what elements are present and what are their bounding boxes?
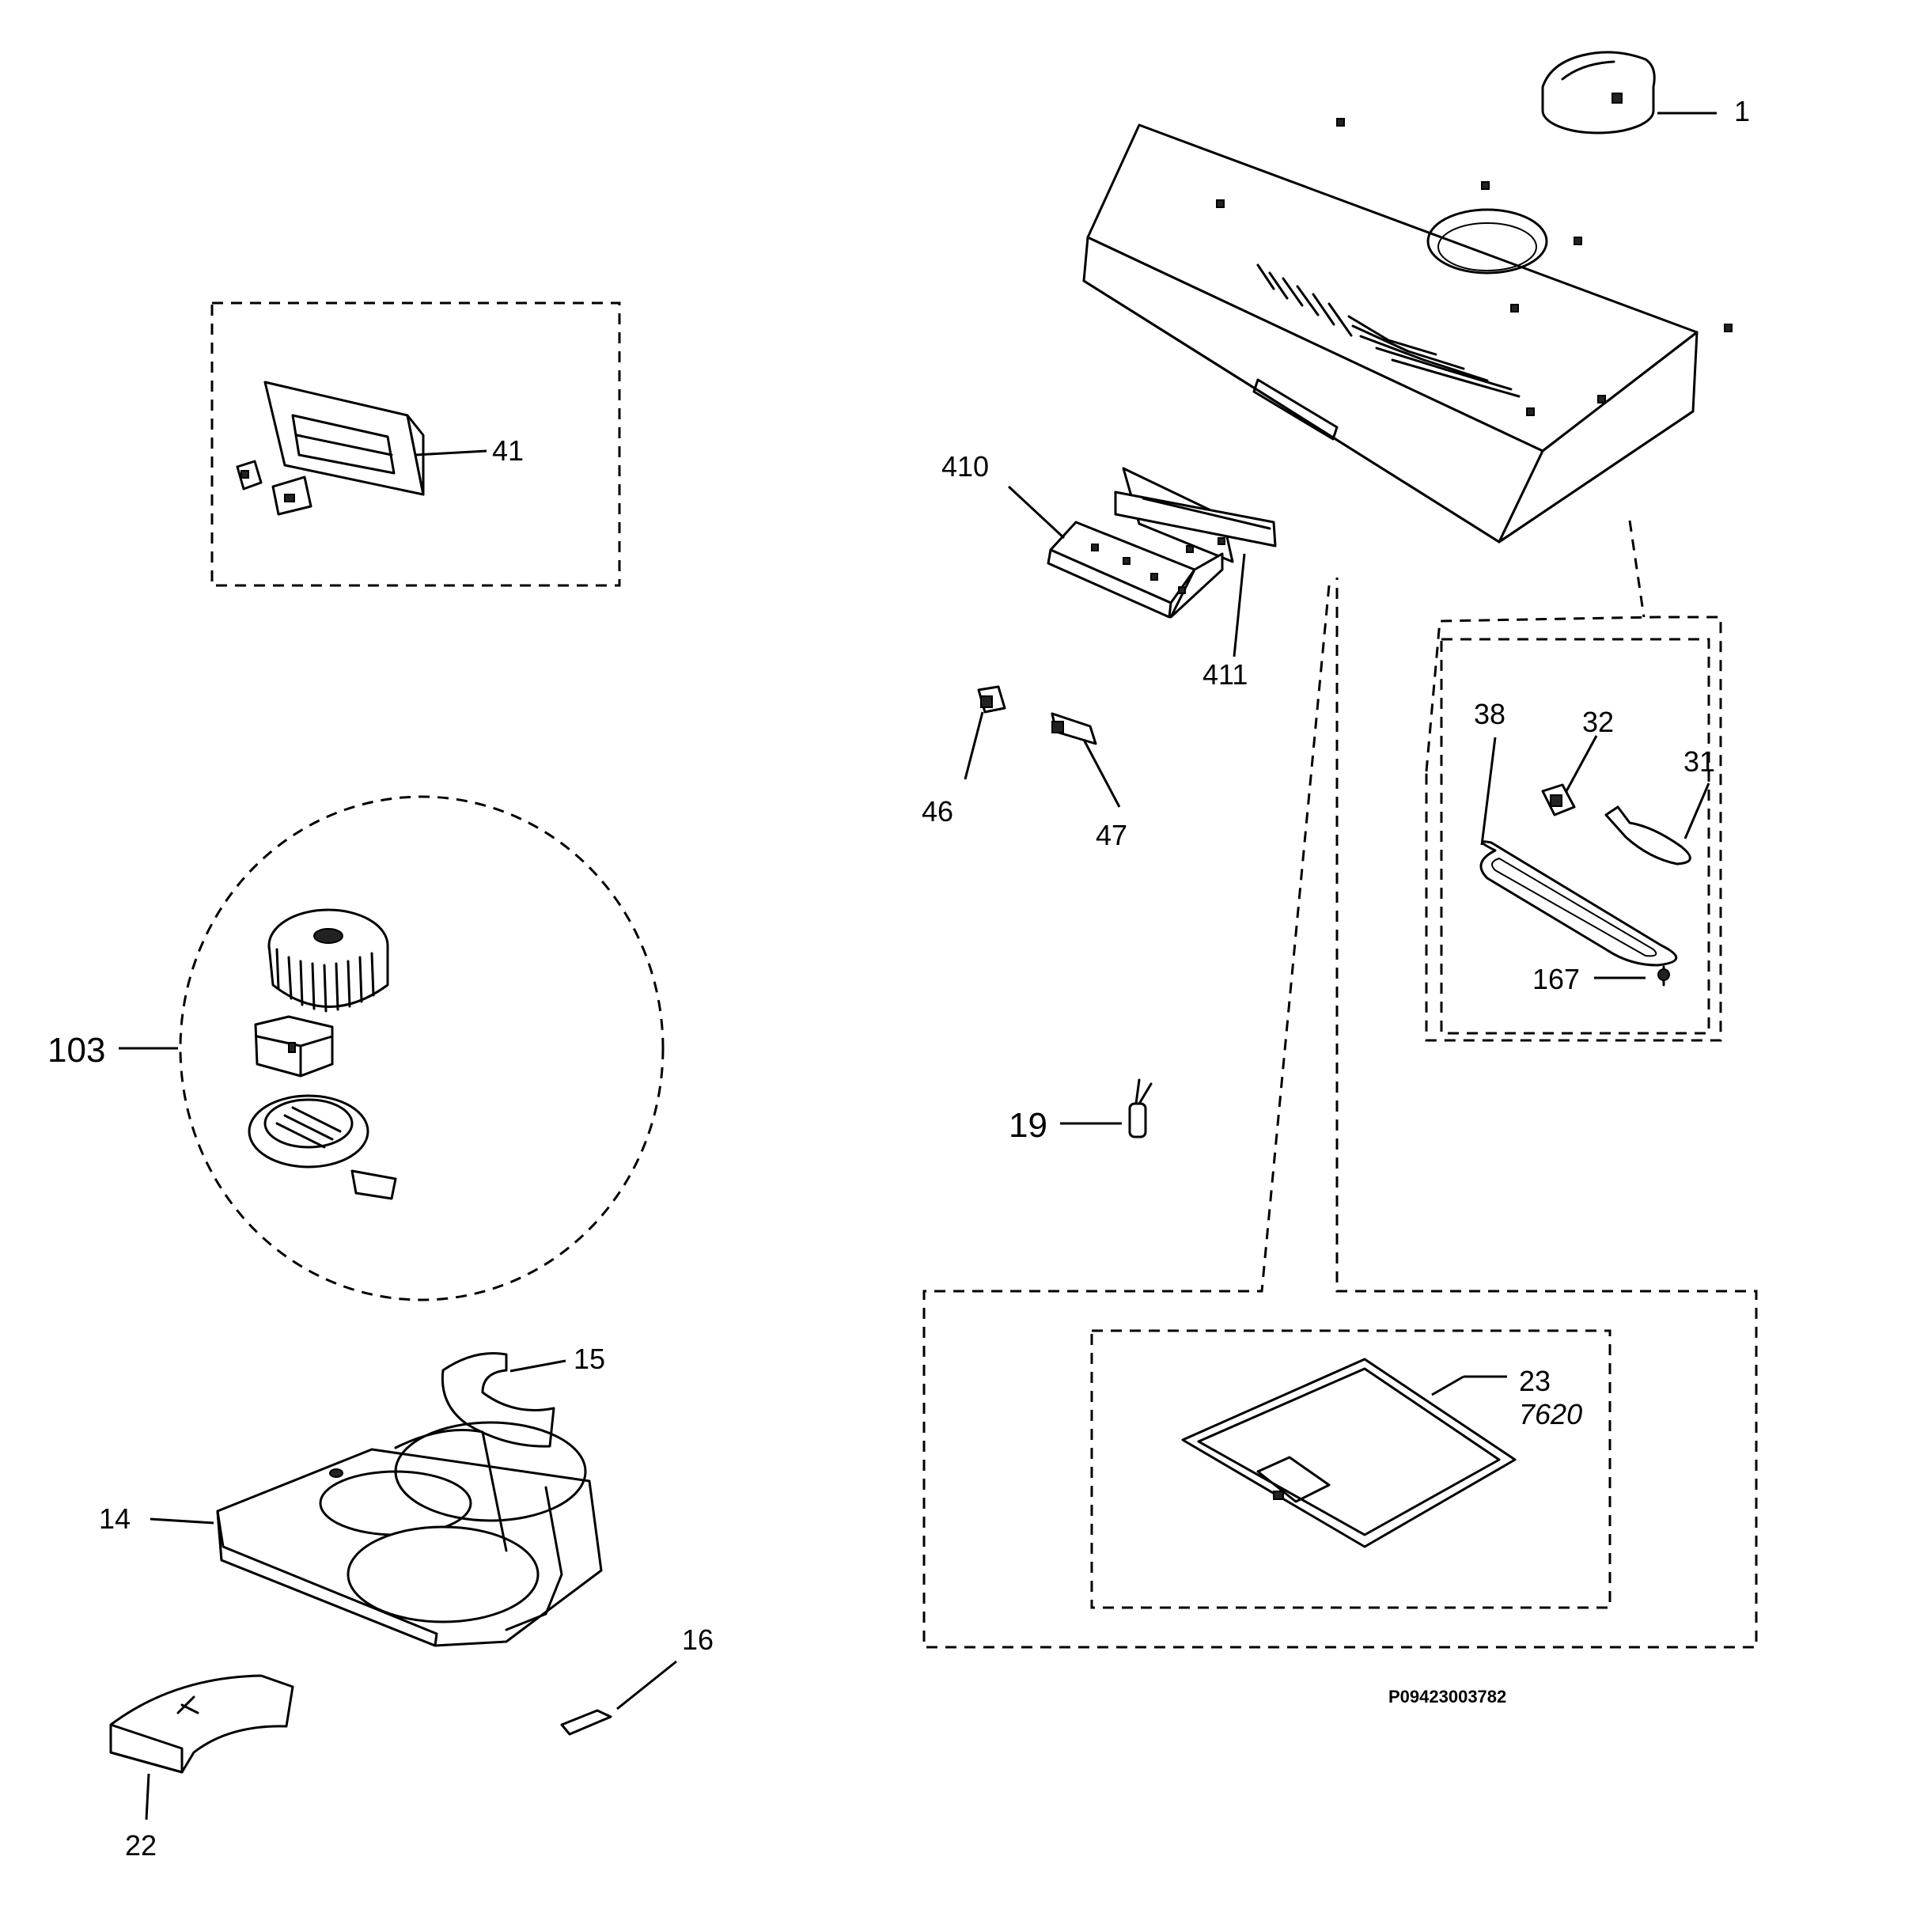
diagram-code: P09423003782 [1388, 1687, 1506, 1707]
label-part-46: 46 [922, 795, 953, 828]
part-41-control-panel [236, 381, 487, 516]
mounting-holes [1216, 118, 1733, 416]
part-22-duct-cover [109, 1674, 294, 1820]
label-part-47: 47 [1096, 819, 1127, 851]
part-103-motor-group [179, 795, 665, 1301]
vent-slots [1256, 263, 1521, 398]
label-part-22: 22 [125, 1829, 157, 1862]
label-part-1: 1 [1734, 95, 1750, 127]
part-32-lamp-socket [1541, 735, 1598, 816]
label-part-167: 167 [1532, 963, 1580, 995]
label-part-38: 38 [1474, 698, 1505, 730]
part-38-light-lens [1479, 737, 1678, 967]
part-46-connector [964, 685, 1006, 780]
range-hood-body [1082, 118, 1733, 544]
part-labels: 1 41 410 411 46 47 38 32 31 167 103 19 1… [47, 95, 1750, 1862]
label-part-14: 14 [99, 1502, 131, 1535]
label-part-41: 41 [492, 434, 524, 467]
part-167-screw [1594, 965, 1670, 987]
label-part-23-sub: 7620 [1519, 1398, 1582, 1430]
part-23-grease-filter [1181, 1358, 1517, 1548]
part-14-blower-housing [150, 1421, 603, 1647]
light-parts-box [1440, 638, 1710, 1035]
part-410-411-control-board [1007, 467, 1277, 657]
label-part-411: 411 [1202, 658, 1248, 691]
part-47-connector [1051, 712, 1121, 808]
label-part-16: 16 [682, 1623, 714, 1656]
filter-group-box [1090, 1329, 1611, 1609]
label-part-103: 103 [47, 1031, 105, 1070]
part-19-capacitor [1060, 1078, 1153, 1138]
label-part-410: 410 [941, 450, 989, 483]
label-part-19: 19 [1009, 1106, 1047, 1145]
label-part-15: 15 [574, 1343, 605, 1375]
part-103-motor-assembly [119, 908, 397, 1200]
label-part-32: 32 [1582, 706, 1614, 738]
part-16-clip [560, 1660, 677, 1736]
part-41-group-box [210, 301, 621, 587]
label-part-23: 23 [1519, 1365, 1551, 1397]
part-31-bulb [1604, 782, 1710, 866]
part-1-duct-collar [1541, 51, 1717, 134]
label-part-31: 31 [1683, 745, 1715, 778]
